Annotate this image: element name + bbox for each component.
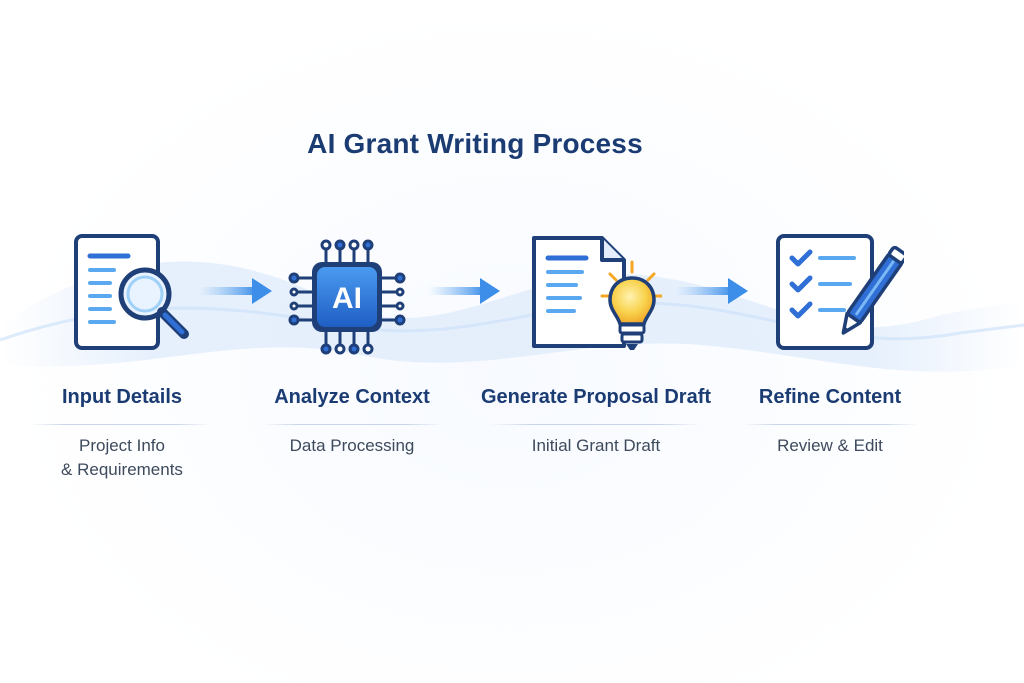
checklist-pencil-icon (776, 234, 904, 350)
step-desc-input-details: Project Info & Requirements (2, 434, 242, 482)
desc-line: Initial Grant Draft (531, 436, 661, 455)
step-title-input-details: Input Details (61, 386, 182, 408)
step-desc-generate-proposal-draft: Initial Grant Draft (476, 434, 716, 458)
document-lightbulb-icon (532, 236, 662, 350)
arrow-right-icon (676, 278, 748, 304)
divider (262, 424, 442, 425)
step-desc-analyze-context: Data Processing (232, 434, 472, 458)
desc-line: & Requirements (61, 460, 183, 479)
diagram-title: AI Grant Writing Process (307, 128, 643, 159)
step-desc-refine-content: Review & Edit (710, 434, 950, 458)
arrow-right-icon (200, 278, 272, 304)
step-title-analyze-context: Analyze Context (274, 386, 430, 408)
step-title-generate-proposal-draft: Generate Proposal Draft (480, 386, 712, 408)
desc-line: Review & Edit (777, 436, 883, 455)
ai-chip-icon: AI (288, 239, 406, 355)
divider (490, 424, 702, 425)
chip-label: AI (332, 282, 362, 315)
desc-line: Data Processing (289, 436, 415, 455)
divider (30, 424, 210, 425)
desc-line: Project Info (79, 436, 165, 455)
arrow-right-icon (428, 278, 500, 304)
divider (742, 424, 918, 425)
step-title-refine-content: Refine Content (758, 386, 902, 408)
document-search-icon (74, 234, 189, 350)
